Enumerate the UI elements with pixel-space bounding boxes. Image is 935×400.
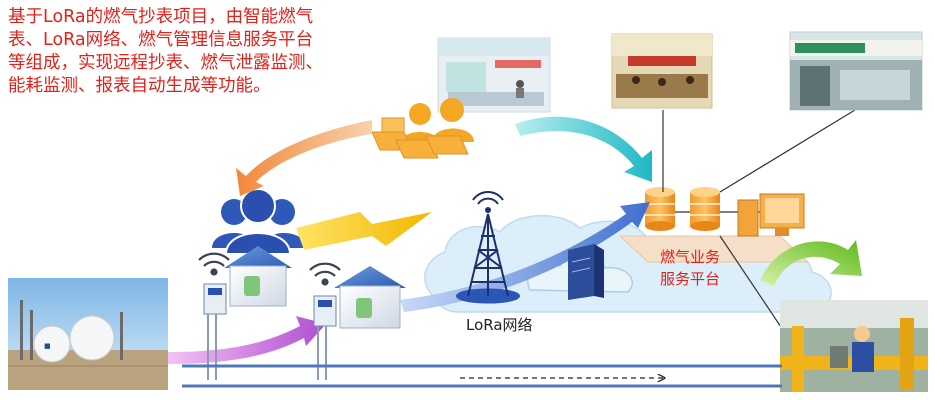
- gas-meter-house-icon: [203, 246, 292, 380]
- lora-network-label: LoRa网络: [466, 316, 533, 334]
- operators-icon: [371, 98, 474, 159]
- server-icon: [568, 244, 604, 300]
- gas-storage-photo: ■: [8, 278, 168, 390]
- svg-text:■: ■: [44, 342, 51, 350]
- project-description: 基于LoRa的燃气抄表项目，由智能燃气 表、LoRa网络、燃气管理信息服务平台 …: [8, 6, 388, 98]
- description-line: 基于LoRa的燃气抄表项目，由智能燃气: [8, 7, 314, 27]
- connection-lines: [662, 109, 856, 331]
- abc-bank-photo: [789, 31, 923, 111]
- platform-label-line: 燃气业务: [660, 248, 721, 266]
- database-icon: [645, 187, 675, 231]
- description-line: 能耗监测、报表自动生成等功能。: [8, 76, 271, 96]
- wifi-icon: [198, 252, 230, 276]
- wifi-icon: [309, 262, 341, 286]
- radio-tower-icon: [456, 191, 520, 304]
- service-platform-label: 燃气业务 服务平台: [660, 246, 720, 290]
- computer-icon: [737, 193, 805, 237]
- lightning-icon: [296, 212, 432, 250]
- service-office-photo: [611, 33, 713, 109]
- platform-label-line: 服务平台: [660, 270, 721, 288]
- pipeline: [182, 364, 782, 388]
- description-line: 表、LoRa网络、燃气管理信息服务平台: [8, 30, 314, 50]
- database-icon: [690, 187, 720, 231]
- gas-meter-house-icon: [313, 266, 406, 380]
- gas-station-worker-photo: [780, 300, 928, 392]
- users-group-icon: [212, 188, 306, 255]
- description-line: 等组成，实现远程抄表、燃气泄露监测、: [8, 53, 323, 73]
